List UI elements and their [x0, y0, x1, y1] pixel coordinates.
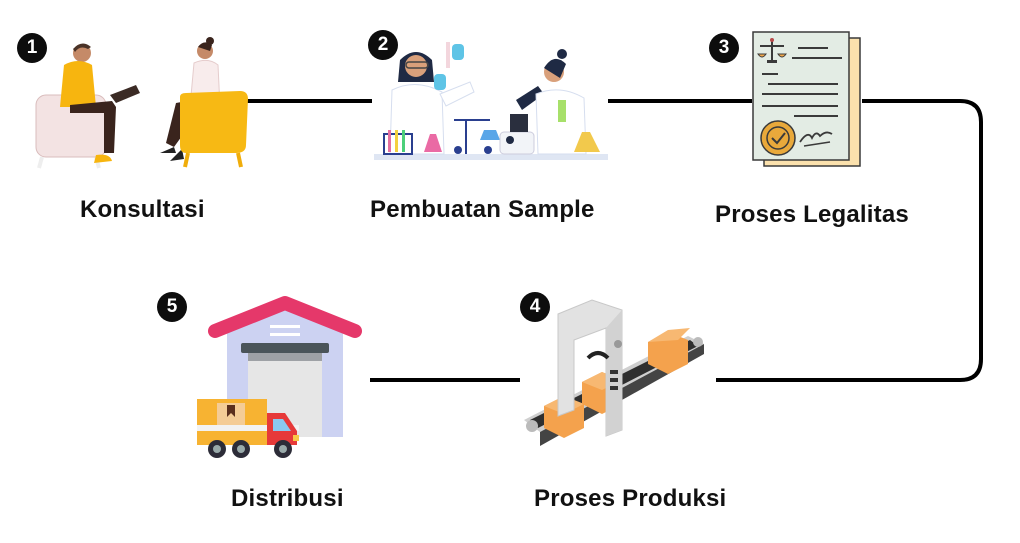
step-number-badge: 4	[520, 292, 550, 322]
step-number-badge: 5	[157, 292, 187, 322]
laboratory-icon	[374, 42, 608, 160]
step-number-badge: 3	[709, 33, 739, 63]
step-label: Distribusi	[231, 485, 344, 512]
step-label: Konsultasi	[80, 196, 205, 223]
step-label: Pembuatan Sample	[370, 196, 595, 223]
step-number-badge: 1	[17, 33, 47, 63]
step-label: Proses Legalitas	[715, 201, 909, 228]
connector-3-4	[716, 99, 983, 382]
step-number-badge: 2	[368, 30, 398, 60]
legal-document-icon	[752, 31, 861, 167]
conveyor-production-icon	[524, 299, 704, 446]
consultation-icon	[35, 37, 248, 169]
step-label: Proses Produksi	[534, 485, 727, 512]
warehouse-truck-icon	[197, 296, 362, 458]
